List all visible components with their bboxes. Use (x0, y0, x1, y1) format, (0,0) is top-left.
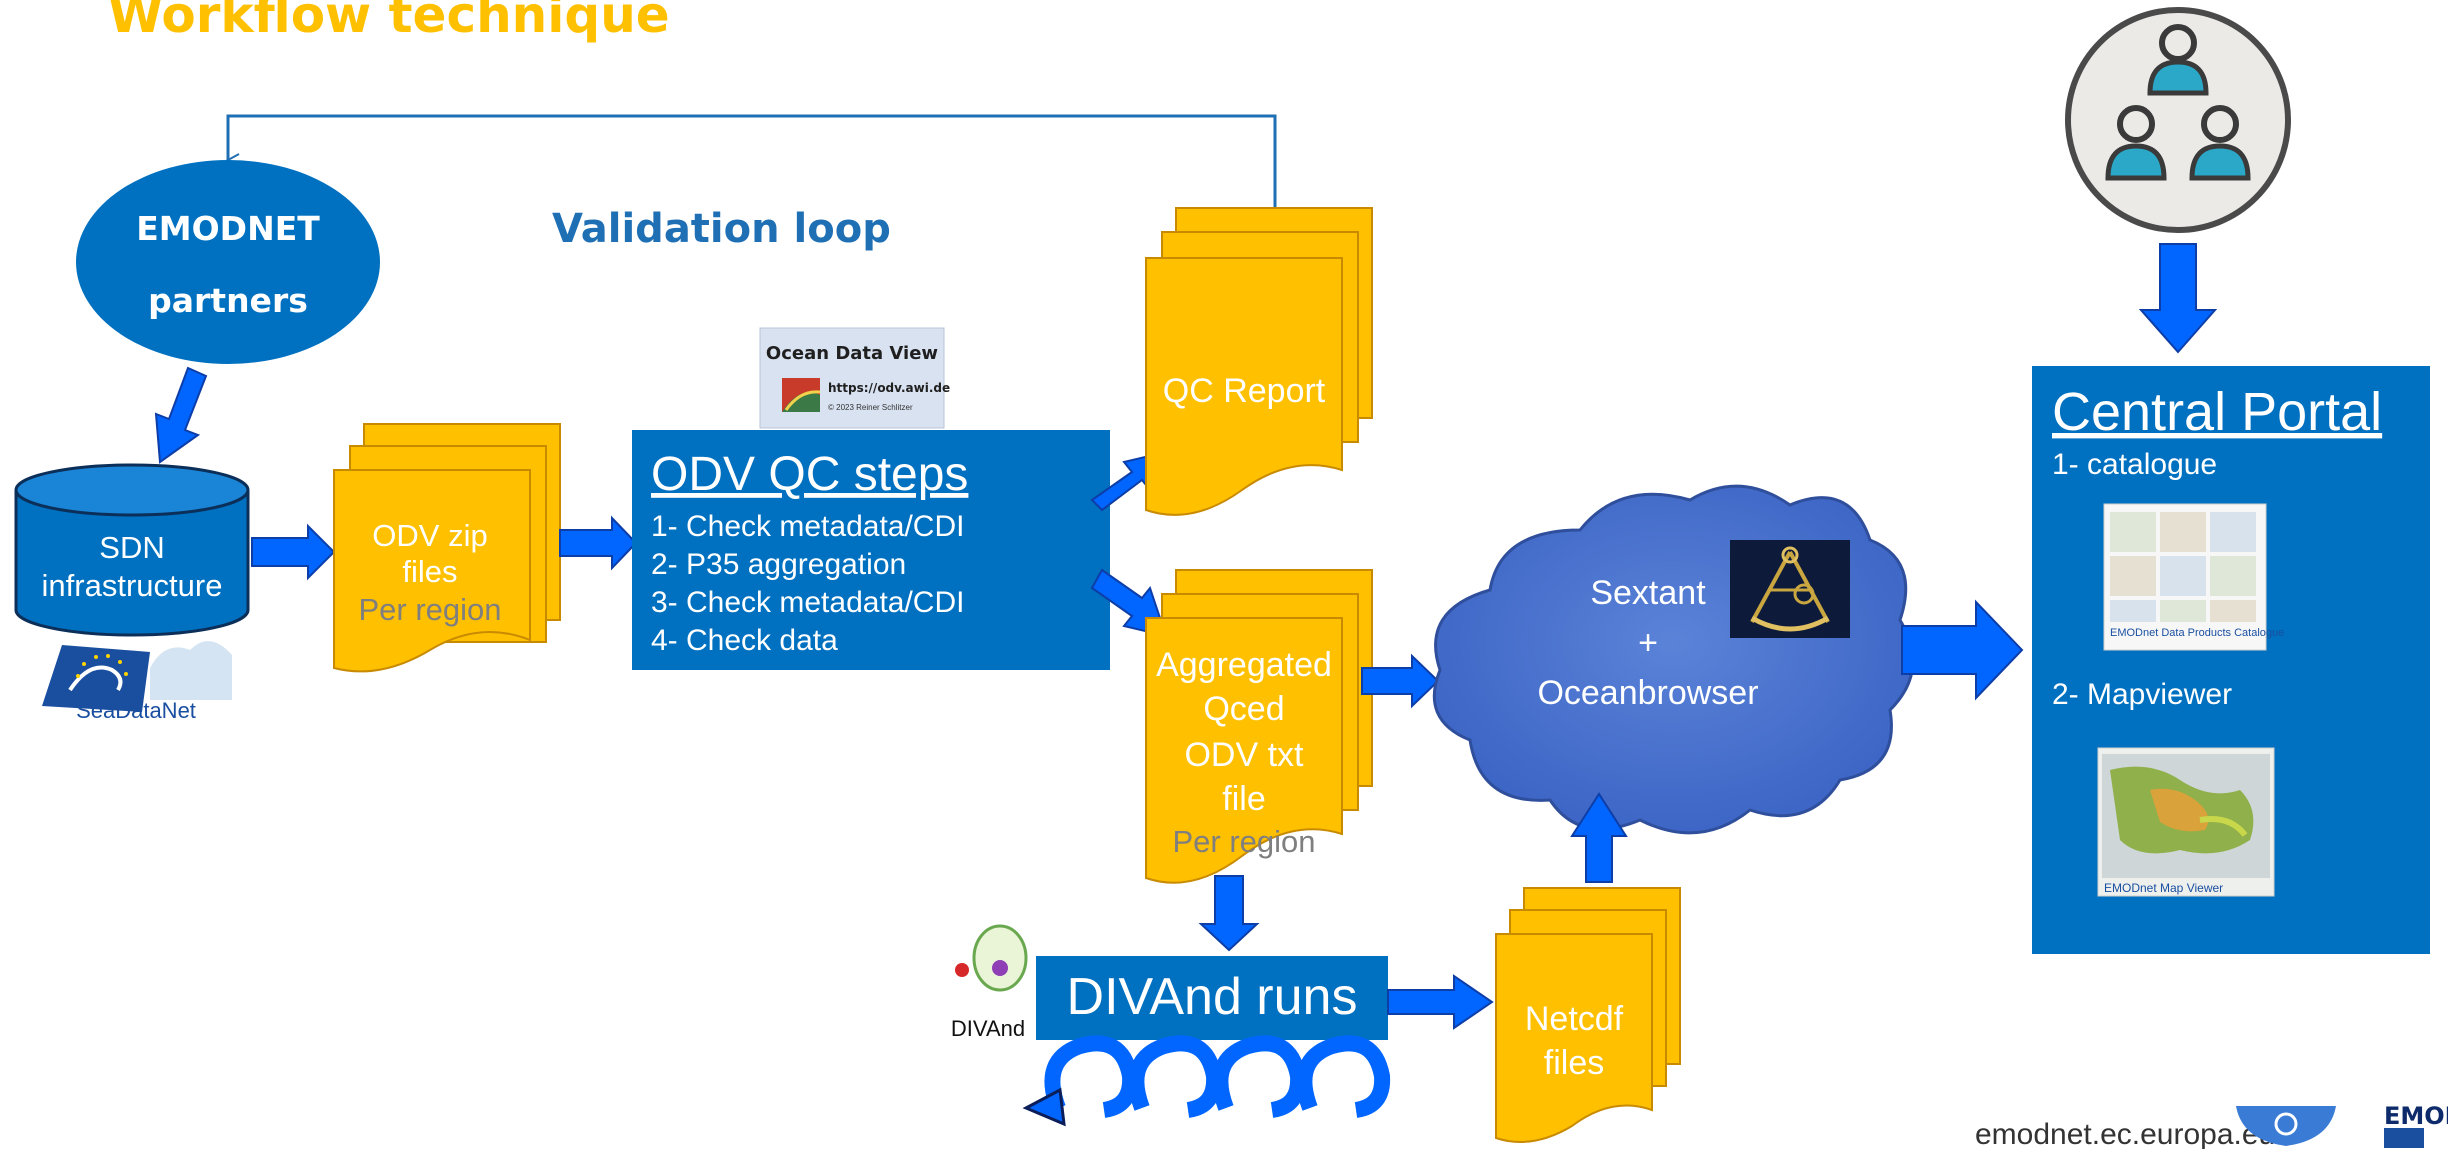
ocean-data-view-badge: Ocean Data View https://odv.awi.de © 202… (759, 327, 950, 429)
page-title: Workflow technique (108, 0, 670, 44)
arrow-divand-to-netcdf (1387, 974, 1494, 1030)
sextant-line1: Sextant (1590, 574, 1706, 612)
footer-url: emodnet.ec.europa.eu (1975, 1118, 2275, 1149)
odv-badge-title: Ocean Data View (766, 343, 938, 364)
portal-item2: 2- Mapviewer (2052, 678, 2232, 711)
portal-title: Central Portal (2052, 382, 2382, 442)
odvzip-line1: ODV zip (372, 518, 487, 553)
odv-qc-steps-node: ODV QC steps 1- Check metadata/CDI 2- P3… (632, 430, 1110, 670)
odv-qc-step-3: 3- Check metadata/CDI (651, 586, 964, 619)
odvzip-line3: Per region (358, 592, 501, 627)
arrow-aggregated-to-sextant (1361, 653, 1440, 709)
divand-logo: DIVAnd (938, 924, 1036, 1041)
sextant-oceanbrowser-node: Sextant + Oceanbrowser (1432, 484, 1915, 835)
arrow-odvzip-to-qc (559, 515, 638, 571)
aggregated-line2: Qced (1203, 690, 1284, 728)
netcdf-line1: Netcdf (1525, 1000, 1624, 1038)
qc-report-node: QC Report (1145, 207, 1373, 516)
seadatanet-logo: SeaDataNet (42, 641, 232, 723)
sdn-line2: infrastructure (42, 568, 223, 603)
odv-qc-step-1: 1- Check metadata/CDI (651, 510, 964, 543)
seadatanet-logo-text: SeaDataNet (76, 698, 196, 723)
netcdf-line2: files (1544, 1044, 1604, 1082)
partners-line1: EMODNET (136, 209, 320, 248)
qc-report-label: QC Report (1163, 372, 1326, 410)
sdn-infrastructure-node: SDN infrastructure (14, 463, 250, 637)
mapviewer-thumbnail: EMODnet Map Viewer (2097, 747, 2275, 897)
odv-qc-step-2: 2- P35 aggregation (651, 548, 906, 581)
arrow-netcdf-to-sextant (1570, 792, 1628, 883)
aggregated-line1: Aggregated (1156, 646, 1332, 684)
arrow-users-to-portal (2138, 243, 2218, 354)
emodnet-logo-text: EMOD (2384, 1102, 2448, 1130)
aggregated-line3: ODV txt (1184, 736, 1304, 774)
catalogue-caption: EMODnet Data Products Catalogue (2110, 627, 2284, 639)
sdn-line1: SDN (99, 530, 164, 565)
odv-badge-copyright: © 2023 Reiner Schlitzer (828, 403, 913, 412)
mapviewer-caption: EMODnet Map Viewer (2104, 881, 2223, 895)
sextant-line2: + (1638, 624, 1658, 662)
sextant-line3: Oceanbrowser (1537, 674, 1758, 712)
sextant-icon (1730, 540, 1850, 638)
odv-zip-files-node: ODV zip files Per region (333, 423, 561, 673)
arrow-sdn-to-odvzip (251, 523, 336, 581)
netcdf-files-node: Netcdf files (1495, 887, 1681, 1143)
odv-badge-url: https://odv.awi.de (828, 381, 950, 395)
emodnet-partners-node: EMODNET partners (76, 160, 380, 364)
odvzip-line2: files (402, 554, 457, 589)
validation-loop-line (228, 114, 1277, 208)
catalogue-thumbnail: EMODnet Data Products Catalogue (2103, 503, 2284, 651)
validation-loop-label: Validation loop (552, 206, 891, 252)
arrow-aggregated-to-divand (1198, 875, 1260, 952)
aggregated-file-node: Aggregated Qced ODV txt file Per region (1145, 569, 1373, 884)
odv-qc-title: ODV QC steps (651, 448, 968, 501)
aggregated-line5: Per region (1172, 824, 1315, 859)
divand-runs-node: DIVAnd runs (1036, 956, 1388, 1040)
arrow-sextant-to-portal (1901, 599, 2024, 701)
portal-item1: 1- catalogue (2052, 448, 2217, 481)
divand-loop-arrows (1022, 1035, 1391, 1127)
aggregated-line4: file (1222, 780, 1265, 818)
partners-line2: partners (148, 281, 308, 320)
emodnet-logo: EMOD (2236, 1102, 2448, 1148)
arrow-partners-to-sdn (154, 366, 208, 464)
divand-title: DIVAnd runs (1067, 968, 1358, 1026)
odv-qc-step-4: 4- Check data (651, 624, 838, 657)
users-icon (2065, 7, 2291, 233)
divand-logo-text: DIVAnd (951, 1016, 1025, 1041)
